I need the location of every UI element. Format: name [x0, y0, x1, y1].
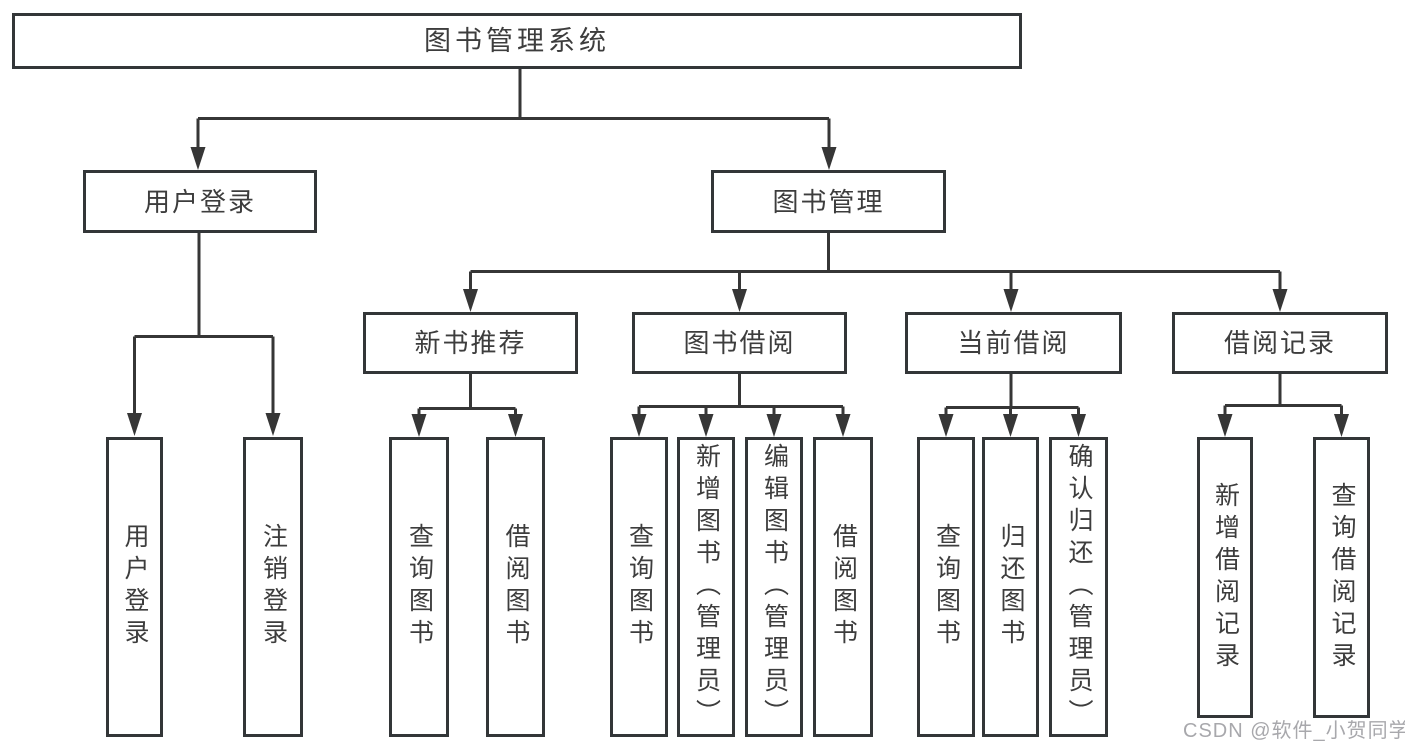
- arrow-down-icon: [1003, 414, 1018, 437]
- node-label: 借阅图书: [829, 523, 858, 651]
- node-label: 图书管理: [772, 186, 885, 217]
- node-label: 图书管理系统: [424, 25, 610, 56]
- node-label: 新书推荐: [414, 328, 527, 358]
- leaf-query-borrow-record: 查询借阅记录: [1313, 437, 1370, 718]
- watermark: CSDN @软件_小贺同学: [1183, 720, 1405, 742]
- arrow-down-icon: [766, 414, 782, 437]
- leaf-return-book: 归还图书: [982, 437, 1039, 737]
- arrow-down-icon: [1217, 414, 1233, 437]
- node-user-login: 用户登录: [83, 170, 317, 233]
- node-current-borrowing: 当前借阅: [905, 312, 1122, 374]
- node-label: 用户登录: [121, 523, 149, 651]
- leaf-borrow-books-recommend: 借阅图书: [486, 437, 545, 737]
- arrow-down-icon: [411, 414, 427, 437]
- arrow-down-icon: [938, 414, 954, 437]
- node-label: 查询图书: [625, 523, 654, 651]
- leaf-add-borrow-record: 新增借阅记录: [1197, 437, 1253, 718]
- node-label: 用户登录: [143, 186, 256, 217]
- leaf-edit-book-admin: 编辑图书（管理员）: [745, 437, 803, 737]
- node-label: 归还图书: [997, 523, 1025, 651]
- node-book-borrowing: 图书借阅: [632, 312, 847, 374]
- leaf-query-books-borrow: 查询图书: [610, 437, 668, 737]
- leaf-borrow-books: 借阅图书: [813, 437, 873, 737]
- arrow-down-icon: [1003, 289, 1019, 312]
- leaf-query-books-current: 查询图书: [917, 437, 975, 737]
- leaf-logout: 注销登录: [243, 437, 303, 737]
- node-label: 编辑图书（管理员）: [760, 443, 789, 731]
- node-label: 新增图书（管理员）: [692, 443, 721, 731]
- node-label: 确认归还（管理员）: [1065, 443, 1093, 731]
- connector-current-subtree: [944, 374, 1080, 420]
- node-label: 查询图书: [405, 523, 434, 651]
- node-root-system: 图书管理系统: [12, 13, 1022, 69]
- arrow-down-icon: [835, 414, 851, 437]
- node-borrowing-records: 借阅记录: [1172, 312, 1388, 374]
- arrow-down-icon: [508, 414, 523, 437]
- connector-recommend-subtree: [417, 374, 517, 420]
- node-label: 当前借阅: [957, 328, 1070, 358]
- node-book-management: 图书管理: [711, 170, 946, 233]
- arrow-down-icon: [463, 289, 478, 312]
- arrow-down-icon: [631, 414, 647, 437]
- arrow-down-icon: [732, 289, 747, 312]
- node-label: 图书借阅: [683, 328, 796, 358]
- connector-book-mgmt-to-level3: [469, 233, 1282, 294]
- arrow-down-icon: [698, 414, 714, 437]
- connector-borrow-subtree: [637, 374, 845, 420]
- arrow-down-icon: [127, 413, 142, 436]
- leaf-confirm-return-admin: 确认归还（管理员）: [1049, 437, 1108, 737]
- arrow-down-icon: [821, 147, 837, 170]
- arrow-down-icon: [1272, 289, 1288, 312]
- leaf-add-book-admin: 新增图书（管理员）: [677, 437, 735, 737]
- arrow-down-icon: [1334, 414, 1349, 437]
- node-label: 新增借阅记录: [1211, 481, 1240, 674]
- node-label: 借阅记录: [1223, 328, 1336, 358]
- arrow-down-icon: [265, 413, 281, 436]
- node-label: 查询借阅记录: [1328, 481, 1356, 674]
- node-new-book-recommend: 新书推荐: [363, 312, 578, 374]
- connector-records-subtree: [1223, 374, 1343, 420]
- connector-user-login-subtree: [133, 233, 275, 420]
- connector-root-to-level2: [196, 68, 831, 150]
- node-label: 查询图书: [932, 523, 961, 651]
- node-label: 注销登录: [259, 523, 288, 651]
- arrow-down-icon: [1071, 414, 1086, 437]
- arrow-heads: [127, 147, 1349, 437]
- leaf-user-login: 用户登录: [106, 437, 163, 737]
- node-label: 借阅图书: [502, 523, 530, 651]
- leaf-query-books-recommend: 查询图书: [389, 437, 449, 737]
- arrow-down-icon: [190, 147, 206, 170]
